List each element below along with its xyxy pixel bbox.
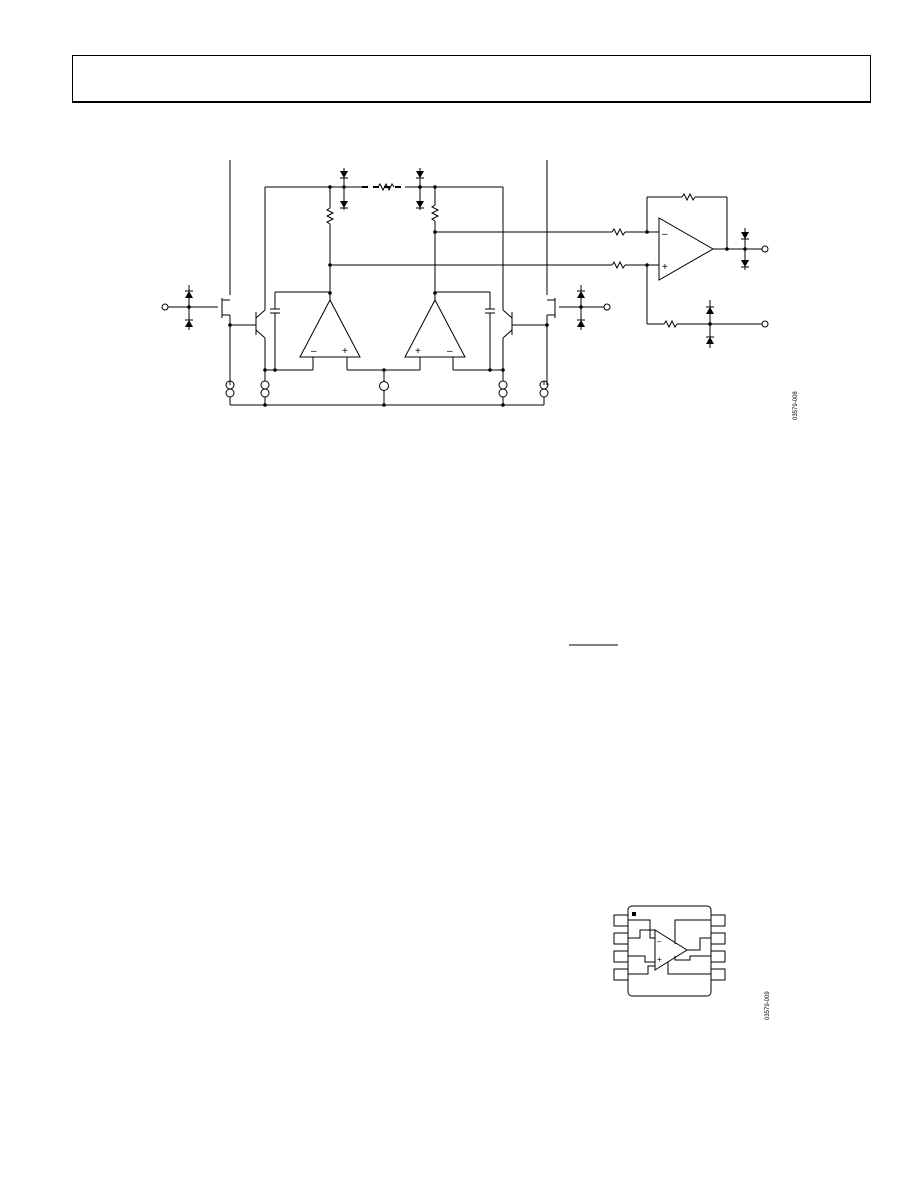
- pin1-marker: [632, 912, 636, 916]
- svg-text:+: +: [342, 346, 348, 357]
- current-source-icon: [260, 380, 270, 398]
- figure-code: 03579-009: [765, 991, 771, 1020]
- svg-text:–: –: [662, 229, 668, 240]
- gain-resistor: [377, 182, 395, 192]
- svg-text:+: +: [657, 955, 662, 964]
- pin-8: [710, 914, 726, 927]
- output-pin: [761, 245, 769, 253]
- diode-icon: [339, 170, 349, 179]
- diode-icon: [415, 200, 425, 209]
- ref-pin: [761, 320, 769, 328]
- input-pin-left: [161, 303, 169, 311]
- pin-1: [613, 914, 629, 927]
- input-stage-schematic: – + + –: [161, 160, 799, 420]
- output-opamp: [658, 217, 715, 281]
- input-pin-right: [603, 303, 611, 311]
- current-source-icon: [498, 380, 508, 398]
- pin-configuration-diagram: – + 03579-009: [613, 905, 771, 1020]
- opamp-right: [404, 298, 466, 358]
- svg-text:–: –: [657, 937, 662, 946]
- svg-text:–: –: [311, 346, 317, 357]
- opamp-left: [299, 298, 361, 358]
- page-header-box: [72, 55, 871, 103]
- svg-text:–: –: [447, 346, 453, 357]
- figure-code: 03579-008: [793, 391, 799, 420]
- reference-source-icon: [379, 381, 389, 391]
- pin-4: [613, 968, 629, 981]
- pin-7: [710, 932, 726, 945]
- pin-5: [710, 968, 726, 981]
- diode-icon: [415, 170, 425, 179]
- diode-icon: [339, 200, 349, 209]
- pin-2: [613, 932, 629, 945]
- svg-text:+: +: [415, 346, 421, 357]
- package-opamp: [654, 929, 688, 971]
- pin-6: [710, 950, 726, 963]
- svg-text:+: +: [662, 262, 668, 273]
- pin-3: [613, 950, 629, 963]
